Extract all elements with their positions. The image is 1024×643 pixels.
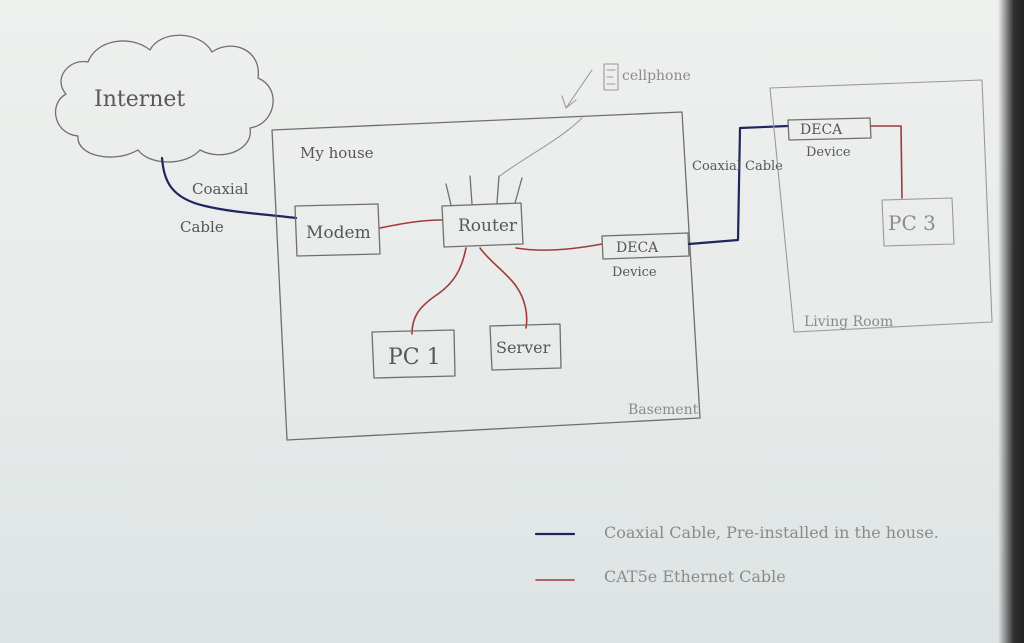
cat5-router-pc1	[411, 247, 467, 335]
device-label-living: Device	[806, 145, 851, 160]
cat5-router-server	[479, 247, 528, 329]
coax-label-1b: Cable	[180, 218, 224, 236]
pc3-box	[881, 197, 955, 247]
coax-label-2a: Coaxial	[692, 159, 741, 174]
server-label: Server	[496, 338, 551, 357]
deca-box-basement	[601, 232, 690, 260]
router-antennas	[445, 175, 523, 206]
legend-cat5-label: CAT5e Ethernet Cable	[604, 567, 786, 586]
legend-coax-label: Coaxial Cable, Pre-installed in the hous…	[604, 523, 939, 542]
deca-label-basement: DECA	[616, 240, 659, 256]
deca-label-living: DECA	[800, 122, 843, 138]
paper-edge-shadow	[998, 0, 1024, 643]
deca-box-living	[787, 117, 872, 141]
living-room-label: Living Room	[804, 314, 893, 330]
basement-label: Basement	[628, 402, 699, 418]
wireless-pointer	[499, 69, 593, 177]
internet-cloud	[55, 34, 274, 163]
cat5-deca-pc3	[870, 125, 903, 199]
device-label-basement: Device	[612, 265, 657, 280]
server-box	[489, 323, 562, 371]
house-label: My house	[300, 144, 374, 162]
pc1-box	[371, 329, 456, 379]
router-label: Router	[458, 216, 518, 236]
cellphone-icon	[603, 63, 619, 91]
pc1-label: PC 1	[388, 345, 441, 370]
modem-label: Modem	[306, 223, 371, 243]
coax-label-2b: Cable	[745, 159, 783, 174]
living-room-box	[769, 79, 993, 333]
coax-internet-modem	[160, 156, 298, 220]
router-box	[441, 202, 524, 248]
internet-label: Internet	[94, 87, 185, 112]
pc3-label: PC 3	[888, 211, 936, 235]
modem-box	[294, 203, 381, 257]
coax-deca-deca	[687, 124, 790, 246]
coax-label-1a: Coaxial	[192, 180, 249, 198]
house-box	[271, 111, 701, 441]
cat5-router-deca	[515, 243, 603, 251]
cellphone-label: cellphone	[622, 68, 691, 84]
cat5-modem-router	[379, 219, 443, 229]
